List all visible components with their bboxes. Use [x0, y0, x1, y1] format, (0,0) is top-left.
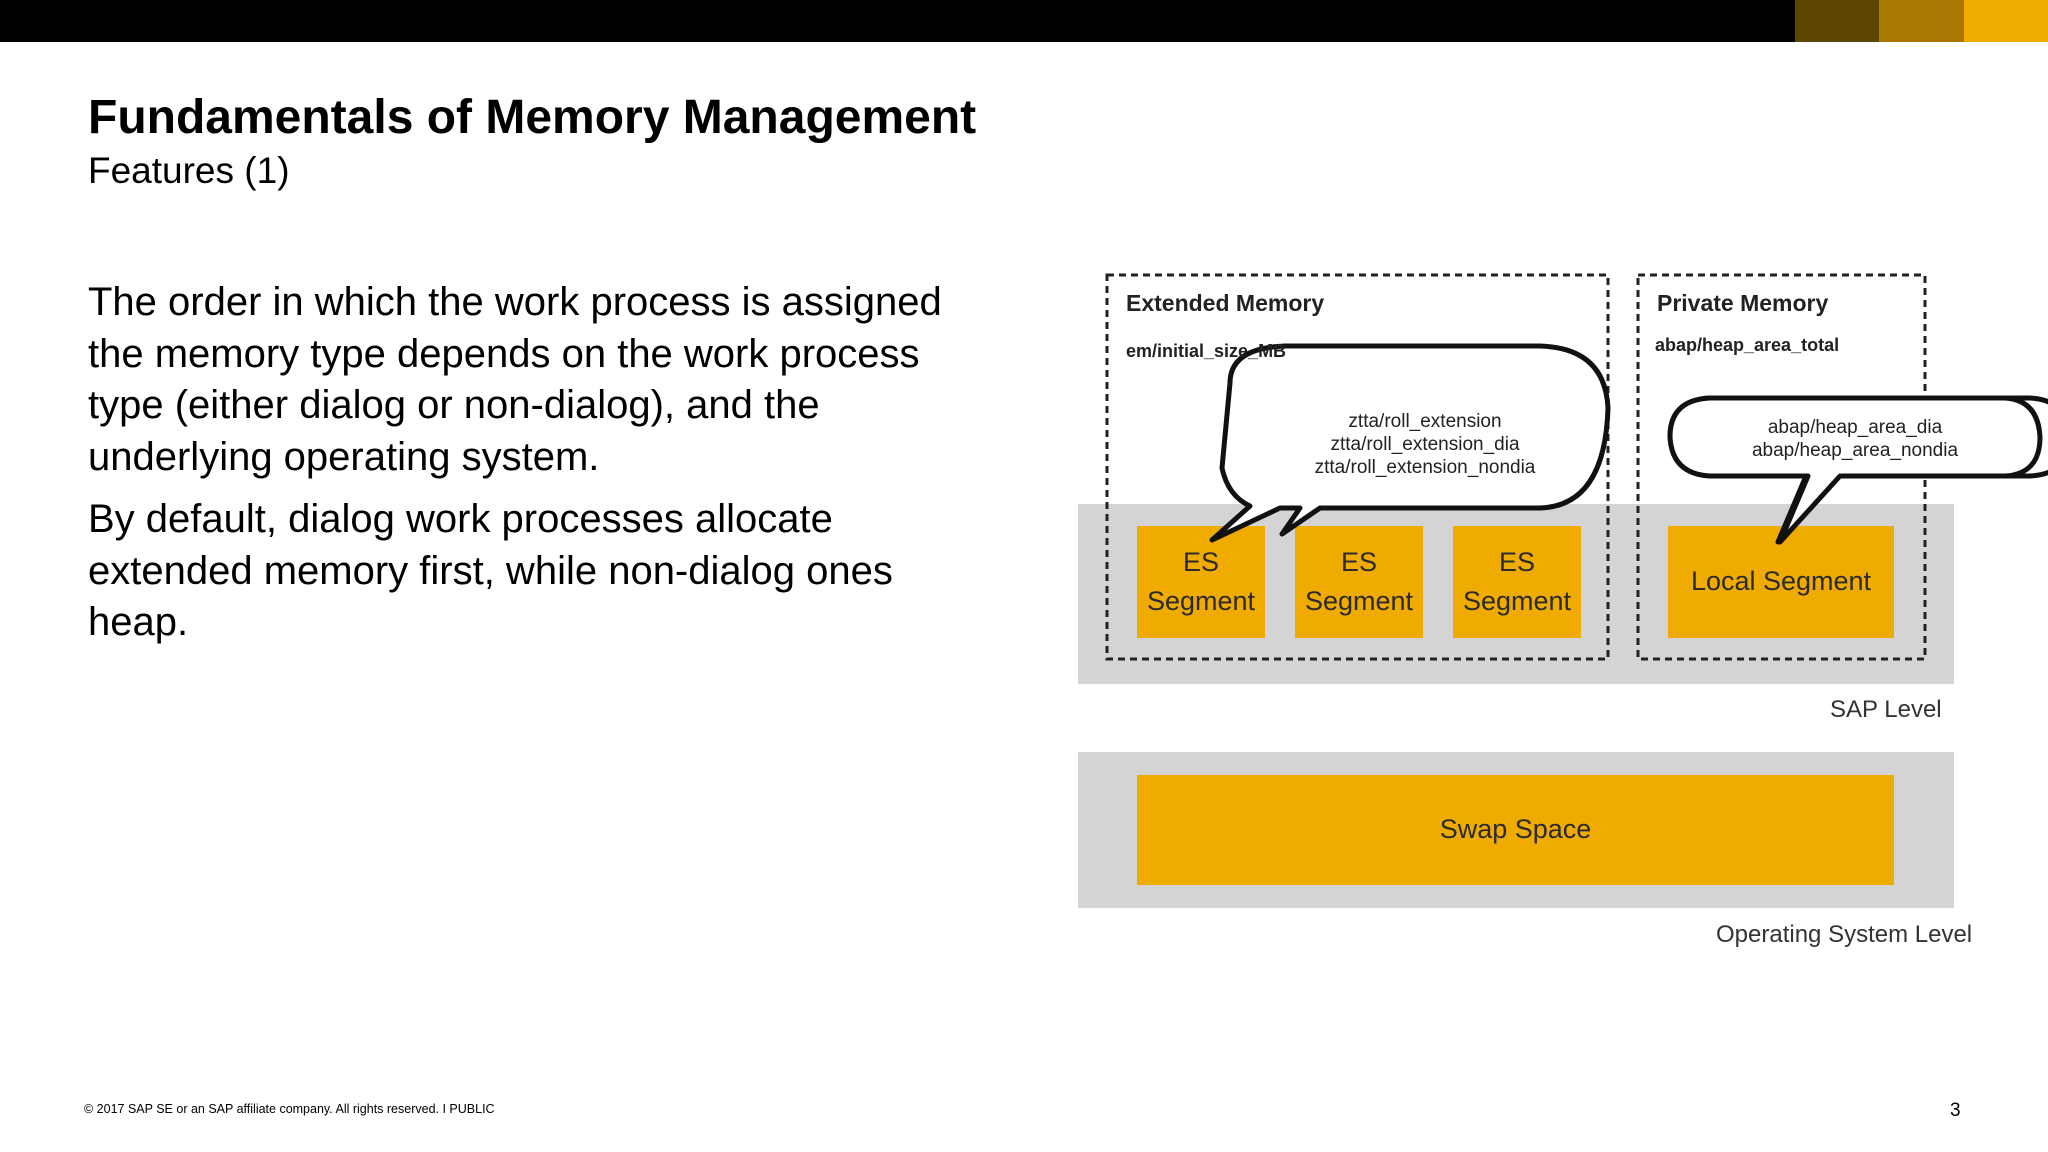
copyright-footer: © 2017 SAP SE or an SAP affiliate compan… — [84, 1102, 495, 1116]
es-segment-2-label: ES Segment — [1304, 547, 1414, 616]
memory-diagram: Extended Memory em/initial_size_MB Priva… — [1070, 268, 2048, 968]
es-segment-3-box — [1453, 526, 1581, 638]
sap-level-label: SAP Level — [1830, 696, 1942, 723]
slide-subtitle: Features (1) — [88, 150, 290, 191]
top-bar — [0, 0, 2048, 42]
private-bubble-text: abap/heap_area_dia abap/heap_area_nondia — [1690, 416, 2020, 462]
extended-memory-box — [1105, 273, 1610, 661]
swap-space-box — [1137, 775, 1894, 885]
local-segment-box — [1668, 526, 1894, 638]
private-bubble-layer — [1667, 395, 2043, 545]
private-bubble-final — [1667, 395, 2043, 545]
accent-swatch-dark — [1795, 0, 1879, 42]
os-level-label: Operating System Level — [1716, 921, 1973, 948]
local-segment-label: Local Segment — [1690, 566, 1872, 596]
slide-title: Fundamentals of Memory Management — [88, 91, 977, 144]
bubble-line: abap/heap_area_dia — [1767, 417, 1943, 438]
extended-memory-title: Extended Memory — [1126, 290, 1325, 316]
private-memory-parameter: abap/heap_area_total — [1655, 335, 1840, 355]
extended-bubble — [1209, 343, 1611, 543]
bubble-line: abap/heap_area_nondia — [1751, 440, 1959, 461]
bubble-line: ztta/roll_extension_nondia — [1314, 457, 1536, 478]
extended-bubble-text: ztta/roll_extension ztta/roll_extension_… — [1270, 410, 1580, 479]
page-number: 3 — [1950, 1100, 1961, 1121]
bubble-line: ztta/roll_extension_dia — [1330, 434, 1520, 455]
es-segment-2-box — [1295, 526, 1423, 638]
accent-swatch-light — [1964, 0, 2048, 42]
private-memory-title: Private Memory — [1657, 290, 1829, 316]
es-segment-3-label: ES Segment — [1462, 547, 1572, 616]
es-segment-1-box — [1137, 526, 1265, 638]
es-segment-1-label: ES Segment — [1146, 547, 1256, 616]
accent-swatch-mid — [1879, 0, 1964, 42]
swap-space-label: Swap Space — [1439, 814, 1592, 844]
bubble-line: ztta/roll_extension — [1348, 411, 1502, 432]
memory-diagram-graphics — [1078, 273, 1954, 908]
body-paragraph-2: By default, dialog work processes alloca… — [88, 497, 893, 644]
extended-memory-parameter: em/initial_size_MB — [1126, 341, 1287, 361]
body-paragraph-1: The order in which the work process is a… — [88, 280, 942, 479]
